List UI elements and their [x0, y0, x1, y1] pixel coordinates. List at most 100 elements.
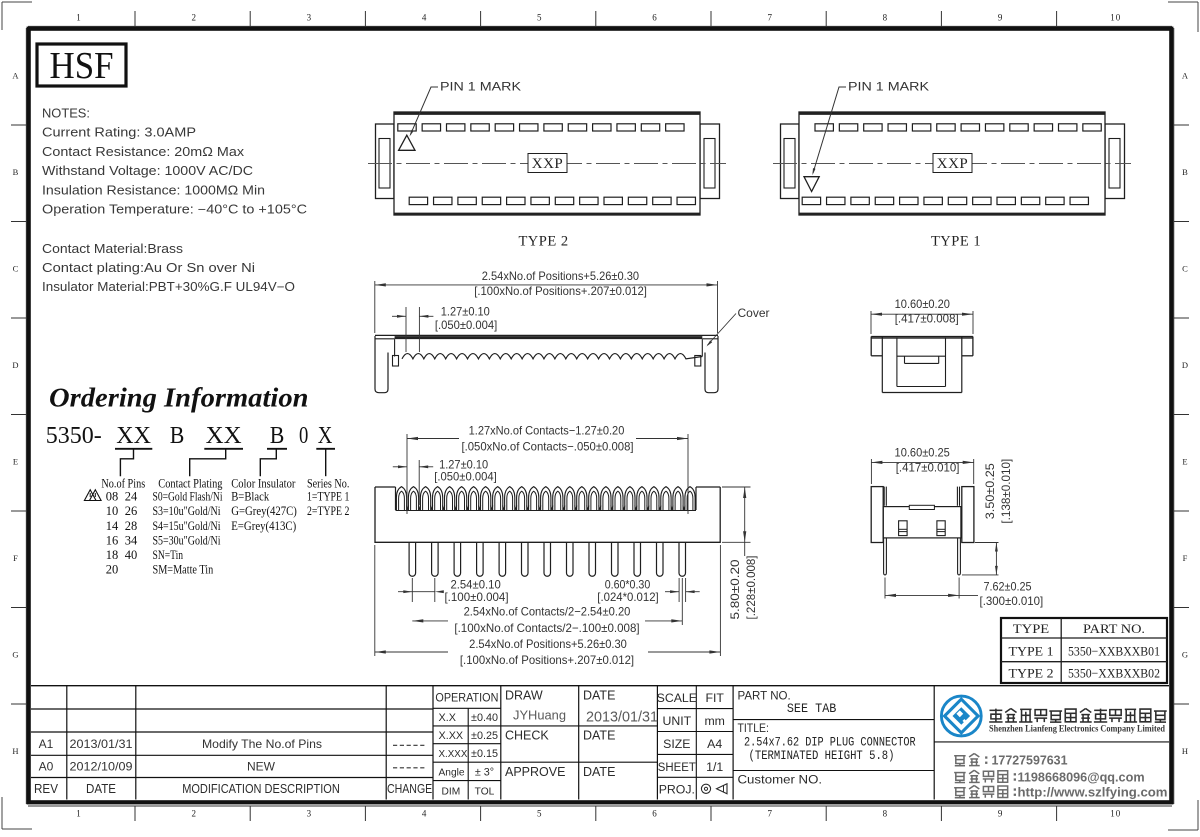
svg-text:S4=15u"Gold/Ni: S4=15u"Gold/Ni [153, 519, 221, 533]
svg-text:DIM: DIM [442, 786, 461, 797]
svg-text:JYHuang: JYHuang [513, 708, 566, 723]
svg-text:2.54±0.10: 2.54±0.10 [450, 577, 501, 591]
svg-text:[.100±0.004]: [.100±0.004] [444, 590, 508, 604]
svg-text:Operation Temperature: −40°C: Operation Temperature: −40°C to +105°C [42, 203, 307, 217]
svg-text:D: D [1182, 360, 1188, 370]
svg-text:1: 1 [76, 809, 82, 819]
svg-text:1: 1 [76, 13, 82, 23]
svg-text:XX: XX [116, 423, 151, 449]
svg-text:[.100xNo.of Contacts/2−.100±0: [.100xNo.of Contacts/2−.100±0.008] [454, 621, 639, 635]
svg-text:16: 16 [106, 533, 119, 547]
svg-text:10.60±0.25: 10.60±0.25 [895, 445, 951, 459]
svg-text:B: B [270, 423, 285, 449]
svg-text:C: C [1182, 264, 1188, 274]
svg-text:TITLE:: TITLE: [738, 721, 769, 735]
svg-text:Withstand Voltage: 1000V AC: Withstand Voltage: 1000V AC/DC [42, 164, 253, 178]
svg-text:B: B [170, 423, 185, 449]
svg-text:10.60±0.20: 10.60±0.20 [895, 297, 951, 311]
svg-text:4: 4 [422, 809, 428, 819]
svg-text:DATE: DATE [583, 688, 615, 702]
svg-text:Modify The No.of Pins: Modify The No.of Pins [202, 737, 322, 751]
svg-text:2.54xNo.of Positions+5.26±0.3: 2.54xNo.of Positions+5.26±0.30 [469, 637, 627, 651]
svg-text:±0.40: ±0.40 [471, 712, 498, 724]
svg-text:8: 8 [883, 13, 889, 23]
svg-text:6: 6 [652, 13, 658, 23]
svg-text:[.417±0.008]: [.417±0.008] [895, 311, 959, 325]
svg-text:9: 9 [998, 809, 1004, 819]
svg-text:10: 10 [1110, 13, 1121, 23]
svg-text:S0=Gold Flash/Ni: S0=Gold Flash/Ni [153, 490, 223, 504]
svg-text:[.417±0.010]: [.417±0.010] [896, 460, 960, 474]
svg-text:Insulator Material:PBT+30%G.F: Insulator Material:PBT+30%G.F UL94V−O [42, 280, 295, 294]
svg-text:1.27±0.10: 1.27±0.10 [441, 304, 490, 318]
svg-text:PART NO.: PART NO. [738, 689, 791, 703]
svg-text:PIN 1 MARK: PIN 1 MARK [440, 82, 521, 94]
svg-text:5350−XXBXXB01: 5350−XXBXXB01 [1068, 643, 1160, 658]
svg-text:SN=Tin: SN=Tin [153, 548, 184, 562]
svg-text:No.of Pins: No.of Pins [101, 476, 145, 490]
svg-text:[.100xNo.of Positions+.207±0.: [.100xNo.of Positions+.207±0.012] [474, 284, 647, 298]
svg-text:TYPE: TYPE [1013, 621, 1049, 636]
svg-text:F: F [1183, 553, 1188, 563]
svg-text:5350−XXBXXB02: 5350−XXBXXB02 [1068, 665, 1160, 680]
svg-text:XX: XX [206, 423, 242, 449]
svg-text:2.54xNo.of Positions+5.26±0.3: 2.54xNo.of Positions+5.26±0.30 [482, 269, 640, 283]
svg-text:[.300±0.010]: [.300±0.010] [980, 594, 1044, 608]
svg-text:2: 2 [191, 809, 197, 819]
svg-text:DATE: DATE [583, 765, 615, 779]
svg-text:[.050xNo.of Contacts−.050±0.0: [.050xNo.of Contacts−.050±0.008] [461, 440, 633, 454]
svg-text:G: G [12, 650, 18, 660]
svg-text:MODIFICATION DESCRIPTION: MODIFICATION DESCRIPTION [182, 782, 340, 796]
svg-text:UNIT: UNIT [662, 714, 691, 728]
svg-text:TYPE 2: TYPE 2 [1009, 665, 1054, 680]
svg-text:F: F [13, 553, 18, 563]
svg-text:[.228±0.008]: [.228±0.008] [744, 556, 758, 620]
svg-text:FIT: FIT [705, 691, 724, 705]
svg-text:Contact Material:Brass: Contact Material:Brass [42, 242, 183, 256]
svg-text:SM=Matte Tin: SM=Matte Tin [153, 563, 214, 577]
svg-text:A0: A0 [39, 760, 54, 774]
svg-text:14: 14 [106, 519, 119, 533]
svg-text:Current Rating: 3.0AMP: Current Rating: 3.0AMP [42, 126, 196, 140]
svg-text:DATE: DATE [583, 728, 615, 742]
svg-text:1198668096@qq.com: 1198668096@qq.com [1018, 769, 1145, 784]
svg-text:5350-: 5350- [46, 423, 102, 449]
svg-text:C: C [13, 264, 19, 274]
svg-text:Shenzhen Lianfeng Electronics: Shenzhen Lianfeng Electronics Company Li… [989, 724, 1165, 734]
svg-text:XXP: XXP [937, 156, 969, 172]
svg-text:G: G [1182, 650, 1188, 660]
svg-text:0: 0 [299, 423, 308, 449]
svg-text:1.27±0.10: 1.27±0.10 [439, 457, 488, 471]
svg-text:X.X: X.X [439, 712, 456, 724]
svg-text:DRAW: DRAW [505, 688, 543, 702]
svg-text:S5=30u"Gold/Ni: S5=30u"Gold/Ni [153, 533, 221, 547]
svg-text:SCALE: SCALE [657, 691, 697, 705]
svg-text:7: 7 [767, 809, 773, 819]
svg-text:2013/01/31: 2013/01/31 [586, 710, 658, 726]
svg-text:5.80±0.20: 5.80±0.20 [728, 559, 742, 619]
svg-text:G=Grey(427C): G=Grey(427C) [231, 504, 297, 518]
svg-text:TOL: TOL [475, 786, 495, 797]
svg-text:0.60*0.30: 0.60*0.30 [605, 577, 651, 591]
svg-text:4: 4 [422, 13, 428, 23]
svg-text:20: 20 [106, 563, 119, 577]
svg-text:1=TYPE 1: 1=TYPE 1 [307, 490, 349, 504]
svg-text:26: 26 [125, 504, 138, 518]
svg-text:XXP: XXP [532, 156, 564, 172]
svg-text:B: B [1182, 167, 1188, 177]
svg-text:24: 24 [125, 490, 138, 504]
svg-text:Ordering Information: Ordering Information [49, 383, 309, 413]
svg-text:±0.25: ±0.25 [471, 730, 498, 742]
svg-text:10: 10 [1110, 809, 1121, 819]
svg-text:2.54xNo.of Contacts/2−2.54±0.: 2.54xNo.of Contacts/2−2.54±0.20 [464, 605, 631, 619]
svg-text:SHEET: SHEET [658, 760, 696, 774]
svg-text:X.XXX: X.XXX [439, 749, 468, 760]
svg-text:Contact Resistance: 20mΩ Ma: Contact Resistance: 20mΩ Max [42, 145, 245, 159]
svg-text:5: 5 [537, 13, 543, 23]
svg-text:DATE: DATE [86, 782, 116, 796]
svg-text:CHECK: CHECK [505, 728, 549, 742]
svg-text:D: D [12, 360, 18, 370]
svg-text:SEE TAB: SEE TAB [787, 702, 837, 716]
svg-text:3: 3 [307, 809, 313, 819]
svg-text:6: 6 [652, 809, 658, 819]
